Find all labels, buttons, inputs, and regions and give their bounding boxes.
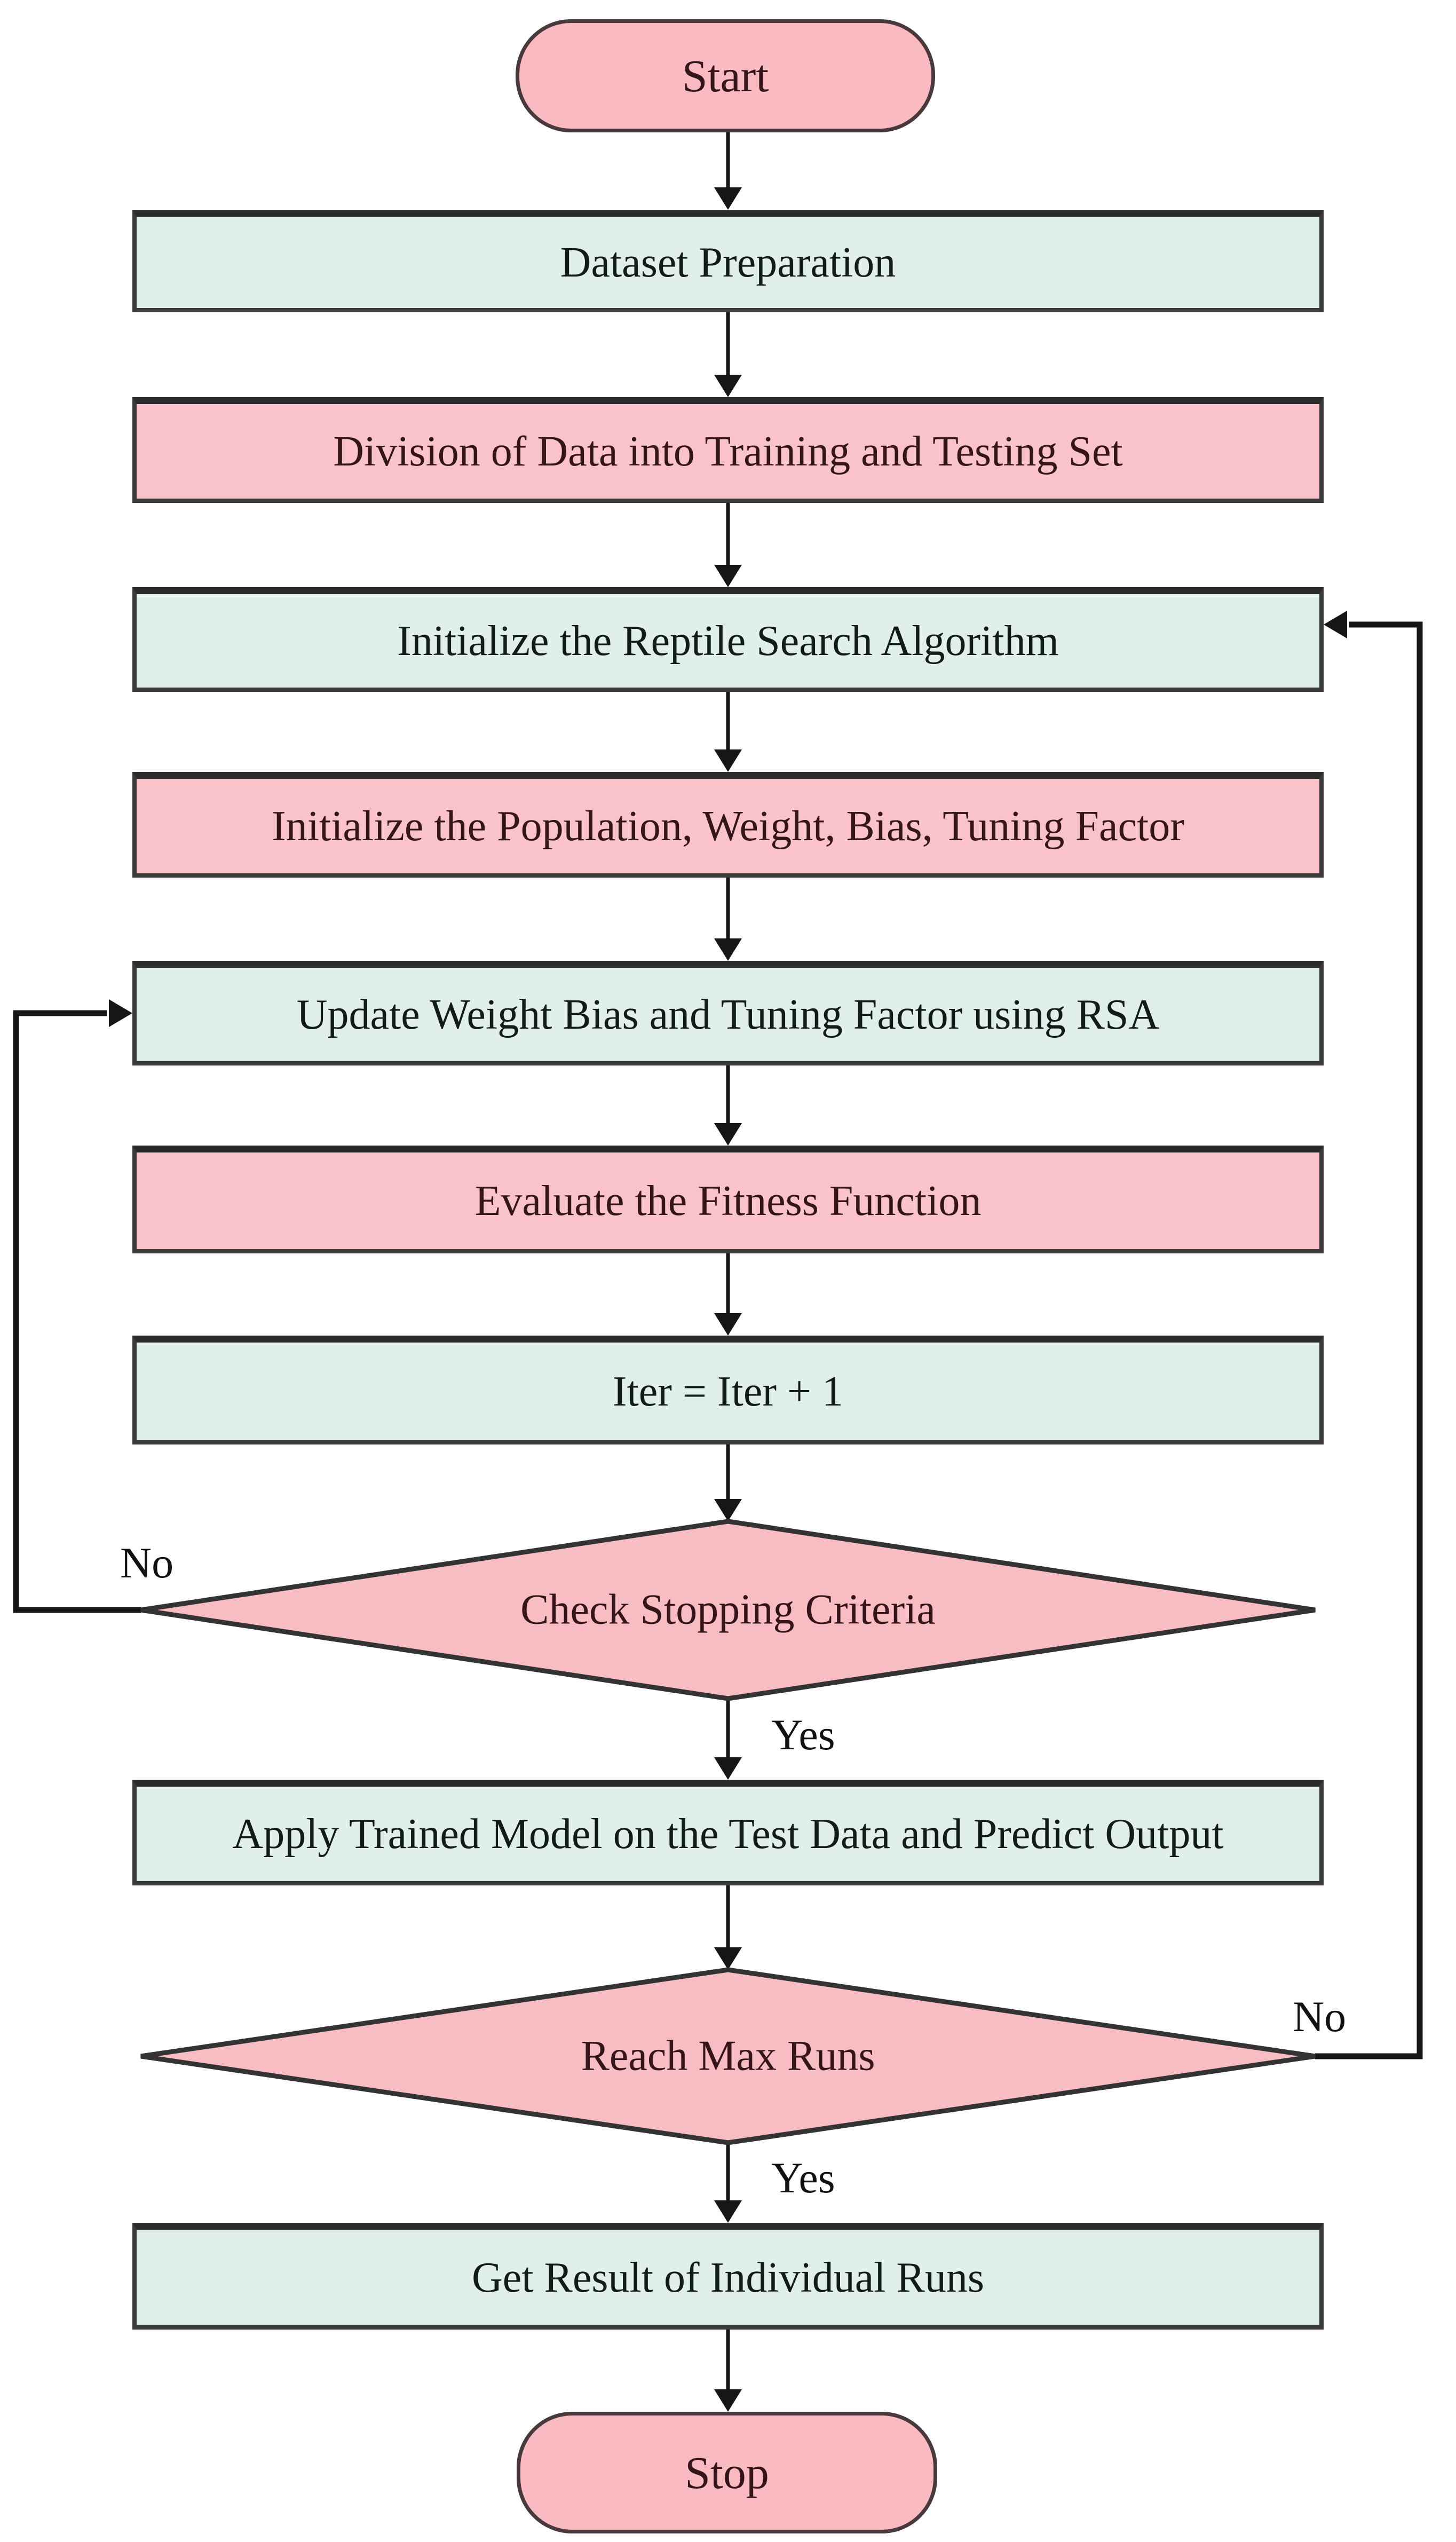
- loop-reach-no-head: [1324, 611, 1347, 638]
- node-reach-max-runs-label: Reach Max Runs: [581, 2032, 875, 2080]
- node-update-weight-bias-label: Update Weight Bias and Tuning Factor usi…: [296, 991, 1160, 1038]
- edge-label-check-no: No: [120, 1538, 174, 1587]
- loop-reach-no-line: [1315, 621, 1423, 2059]
- node-initialize-rsa-label: Initialize the Reptile Search Algorithm: [397, 617, 1059, 665]
- node-evaluate-fitness: Evaluate the Fitness Function: [132, 1146, 1324, 1253]
- arrow-iter-to-check-head: [714, 1499, 742, 1521]
- arrow-check-yes-head: [714, 1757, 742, 1780]
- node-evaluate-fitness-label: Evaluate the Fitness Function: [474, 1177, 982, 1225]
- edge-label-reach-yes: Yes: [771, 2153, 835, 2202]
- arrow-dataset-to-division-head: [714, 375, 742, 397]
- node-iter-increment-label: Iter = Iter + 1: [612, 1368, 844, 1415]
- arrow-evaluate-to-iter-head: [714, 1313, 742, 1336]
- arrow-result-to-stop-head: [714, 2389, 742, 2412]
- arrow-heads: [714, 187, 742, 2412]
- edge-label-reach-no: No: [1292, 1992, 1347, 2041]
- node-dataset-preparation-label: Dataset Preparation: [560, 239, 896, 286]
- arrow-initpop-to-update-head: [714, 938, 742, 961]
- node-initialize-rsa: Initialize the Reptile Search Algorithm: [132, 587, 1324, 692]
- node-start: Start: [516, 19, 935, 132]
- loop-check-no-line: [13, 1010, 141, 1613]
- arrow-division-to-initrsa-head: [714, 565, 742, 587]
- node-start-label: Start: [682, 50, 769, 101]
- decision-reach-max-runs: [140, 1967, 1316, 2145]
- arrow-initrsa-to-initpop-head: [714, 749, 742, 772]
- node-division-of-data-label: Division of Data into Training and Testi…: [333, 428, 1123, 475]
- node-check-stopping-criteria-label: Check Stopping Criteria: [520, 1586, 936, 1633]
- arrow-update-to-evaluate-head: [714, 1123, 742, 1146]
- arrow-start-to-dataset-head: [714, 187, 742, 210]
- node-initialize-population-label: Initialize the Population, Weight, Bias,…: [272, 802, 1184, 850]
- node-dataset-preparation: Dataset Preparation: [132, 210, 1324, 312]
- node-get-result-label: Get Result of Individual Runs: [472, 2254, 984, 2301]
- node-update-weight-bias: Update Weight Bias and Tuning Factor usi…: [132, 961, 1324, 1065]
- node-apply-trained-model-label: Apply Trained Model on the Test Data and…: [232, 1810, 1224, 1858]
- arrow-reach-yes-head: [714, 2200, 742, 2223]
- decision-check-stopping-criteria: [140, 1519, 1316, 1701]
- node-apply-trained-model: Apply Trained Model on the Test Data and…: [132, 1780, 1324, 1885]
- edge-label-check-yes: Yes: [771, 1710, 835, 1759]
- arrow-apply-to-reach-head: [714, 1947, 742, 1970]
- node-get-result: Get Result of Individual Runs: [132, 2223, 1324, 2330]
- node-iter-increment: Iter = Iter + 1: [132, 1336, 1324, 1444]
- loop-check-no-head: [109, 999, 132, 1027]
- node-initialize-population: Initialize the Population, Weight, Bias,…: [132, 772, 1324, 878]
- node-stop: Stop: [517, 2412, 937, 2533]
- node-stop-label: Stop: [685, 2446, 769, 2498]
- node-division-of-data: Division of Data into Training and Testi…: [132, 397, 1324, 503]
